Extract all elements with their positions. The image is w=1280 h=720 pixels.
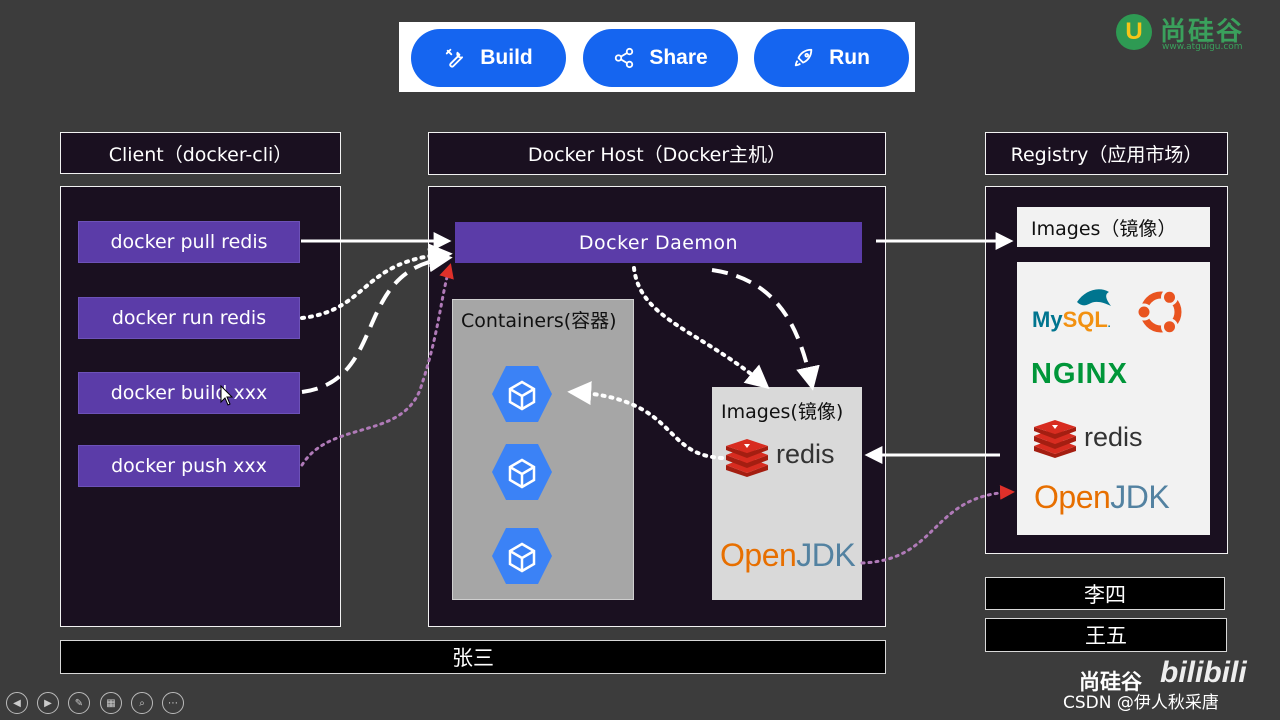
logo-letter: U: [1116, 14, 1152, 50]
redis-logo: [726, 439, 768, 477]
user-lisi: 李四: [985, 577, 1225, 610]
host-images-title: Images(镜像): [721, 401, 844, 423]
openjdk-jdk: JDK: [1110, 479, 1170, 515]
cmd-label: docker pull redis: [110, 231, 268, 253]
registry-header: Registry（应用市场）: [985, 132, 1228, 175]
registry-images-header: Images（镜像）: [1017, 207, 1210, 247]
share-button[interactable]: Share: [583, 29, 738, 87]
bilibili-logo: bilibili: [1160, 656, 1247, 689]
run-label: Run: [829, 46, 870, 69]
prev-slide-button[interactable]: ◀: [6, 692, 28, 714]
more-options-button[interactable]: ⋯: [162, 692, 184, 714]
daemon-label: Docker Daemon: [578, 231, 739, 254]
container-hex-icon: [492, 528, 552, 584]
nginx-label: NGINX: [1031, 358, 1128, 390]
slides-grid-button[interactable]: ▦: [100, 692, 122, 714]
wrench-icon: [446, 48, 464, 68]
user-zhangsan: 张三: [60, 640, 886, 674]
ubuntu-logo: [1135, 288, 1182, 336]
host-header-label: Docker Host（Docker主机）: [527, 144, 787, 166]
openjdk-open: Open: [720, 537, 797, 573]
docker-daemon: Docker Daemon: [455, 222, 862, 263]
csdn-watermark: CSDN @伊人秋采唐: [1063, 693, 1219, 713]
redis-logo: [1034, 420, 1076, 458]
openjdk-jdk: JDK: [796, 537, 856, 573]
logo-url: www.atguigu.com: [1162, 42, 1243, 52]
user-wangwu: 王五: [985, 618, 1227, 652]
pen-tool-button[interactable]: ✎: [68, 692, 90, 714]
cmd-docker-build: docker build xxx: [78, 372, 300, 414]
run-button[interactable]: Run: [754, 29, 909, 87]
share-label: Share: [649, 46, 708, 69]
client-header: Client（docker-cli）: [60, 132, 341, 174]
build-button[interactable]: Build: [411, 29, 566, 87]
client-header-label: Client（docker-cli）: [108, 143, 293, 166]
cmd-docker-run: docker run redis: [78, 297, 300, 339]
host-image-redis: redis: [776, 439, 835, 469]
watermark-brand: 尚硅谷: [1079, 670, 1142, 694]
host-images-box: Images(镜像) redis OpenJDK: [712, 387, 862, 600]
user-wangwu-label: 王五: [1085, 624, 1127, 648]
host-header: Docker Host（Docker主机）: [428, 132, 886, 175]
registry-header-label: Registry（应用市场）: [1010, 144, 1203, 166]
mysql-dolphin-icon: [1077, 289, 1111, 306]
openjdk-open: Open: [1034, 479, 1111, 515]
registry-images-list: MySQL. NGINX redis OpenJDK: [1017, 262, 1210, 535]
registry-redis-label: redis: [1084, 422, 1143, 452]
user-lisi-label: 李四: [1084, 582, 1126, 607]
containers-box: Containers(容器): [452, 299, 634, 600]
next-slide-button[interactable]: ▶: [37, 692, 59, 714]
registry-images-label: Images（镜像）: [1031, 217, 1177, 240]
atguigu-logo: U 尚硅谷 www.atguigu.com: [1116, 14, 1271, 54]
container-hex-icon: [492, 366, 552, 422]
build-label: Build: [480, 46, 533, 69]
cmd-docker-pull: docker pull redis: [78, 221, 300, 263]
cmd-label: docker push xxx: [111, 455, 267, 477]
mysql-logo: MySQL.: [1032, 307, 1111, 332]
zoom-button[interactable]: ⌕: [131, 692, 153, 714]
host-image-openjdk: OpenJDK: [720, 537, 856, 574]
user-zhangsan-label: 张三: [452, 646, 494, 670]
cmd-docker-push: docker push xxx: [78, 445, 300, 487]
rocket-icon: [794, 48, 813, 67]
registry-openjdk-logo: OpenJDK: [1034, 479, 1170, 516]
cmd-label: docker run redis: [111, 307, 267, 329]
share-icon: [615, 47, 634, 69]
container-hex-icon: [492, 444, 552, 500]
logo-name: 尚硅谷: [1160, 17, 1245, 47]
cmd-label: docker build xxx: [110, 382, 268, 404]
containers-title: Containers(容器): [461, 310, 617, 332]
nginx-logo: NGINX: [1031, 358, 1128, 391]
toolbar: Build Share Run: [399, 22, 915, 92]
